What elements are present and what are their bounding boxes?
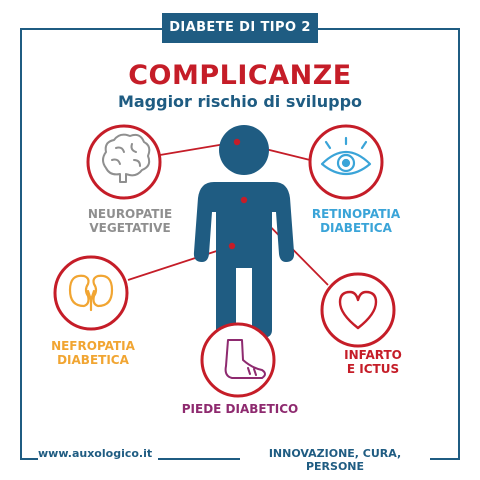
- human-figure: [193, 125, 295, 338]
- brain-icon: [102, 133, 151, 183]
- kidneys-icon: [68, 274, 114, 312]
- circle-nefropatia: [53, 255, 129, 331]
- footer-tagline: INNOVAZIONE, CURA, PERSONE: [240, 447, 430, 473]
- label-neuropatie: NEUROPATIE VEGETATIVE: [87, 207, 173, 235]
- foot-icon: [224, 339, 266, 379]
- dot-heart: [240, 196, 248, 204]
- label-nefropatia: NEFROPATIA DIABETICA: [51, 339, 135, 367]
- circle-piede: [200, 322, 276, 398]
- page-subtitle: Maggior rischio di sviluppo: [117, 92, 363, 111]
- label-retinopatia: RETINOPATIA DIABETICA: [311, 207, 401, 235]
- label-infarto: INFARTO E ICTUS: [344, 348, 402, 376]
- header-tag: DIABETE DI TIPO 2: [162, 13, 318, 43]
- page-title: COMPLICANZE: [128, 60, 352, 91]
- eye-icon: [320, 136, 372, 176]
- label-piede: PIEDE DIABETICO: [181, 402, 299, 416]
- dot-brain: [233, 138, 241, 146]
- circle-infarto: [320, 272, 396, 348]
- heart-icon: [338, 290, 378, 330]
- footer-website-link[interactable]: www.auxologico.it: [38, 447, 158, 460]
- connector-nefropatia: [127, 245, 233, 281]
- dot-kidney: [228, 242, 236, 250]
